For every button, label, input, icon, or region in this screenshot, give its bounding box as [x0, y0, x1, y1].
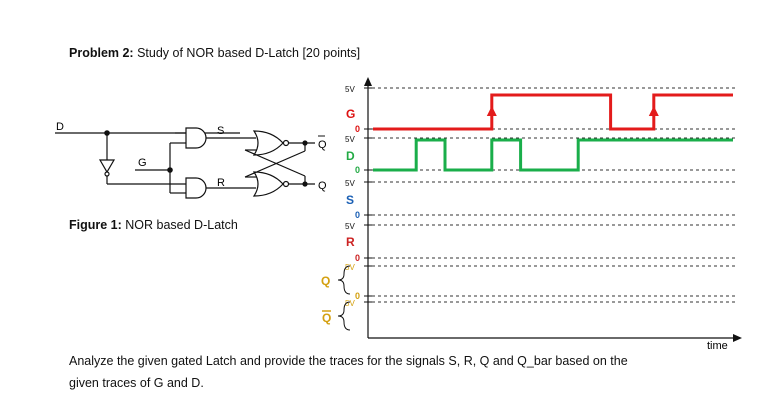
signal-name-5: Q	[322, 311, 331, 325]
axis-arrow-right	[733, 334, 742, 342]
g-edge-arrows	[486, 106, 659, 116]
axis-ticks	[364, 87, 372, 303]
nor-latch-circuit	[55, 127, 315, 199]
circuit-label-r: R	[217, 177, 225, 189]
figure-caption: Figure 1: NOR based D-Latch	[69, 218, 238, 232]
figure-caption-text: NOR based D-Latch	[125, 218, 238, 232]
circuit-label-s: S	[217, 125, 224, 137]
instruction-line-2: given traces of G and D.	[69, 376, 204, 390]
circuit-label-q: Q	[318, 180, 327, 192]
q-brace	[337, 265, 351, 295]
level-high-label-3: 5V	[345, 222, 355, 231]
level-high-label-5: 5V	[345, 299, 355, 308]
instruction-text: Analyze the given gated Latch and provid…	[69, 350, 689, 394]
problem-label: Problem 2:	[69, 46, 134, 60]
feedback-cross-1	[244, 149, 306, 177]
timing-diagram: time	[321, 77, 742, 352]
level-low-label-1: 0	[355, 165, 360, 175]
signal-name-3: R	[346, 235, 355, 249]
and-gate-top	[185, 127, 207, 149]
level-high-label-2: 5V	[345, 179, 355, 188]
circuit-label-qbar: Q	[318, 139, 327, 151]
signal-name-4: Q	[321, 274, 330, 288]
level-low-label-2: 0	[355, 210, 360, 220]
figure-label: Figure 1:	[69, 218, 122, 232]
signal-name-0: G	[346, 107, 355, 121]
output-braces	[337, 265, 351, 331]
inverter-bubble	[104, 171, 110, 177]
problem-title: Problem 2: Study of NOR based D-Latch [2…	[69, 46, 360, 60]
nor-top-bubble	[282, 139, 290, 147]
level-low-label-3: 0	[355, 253, 360, 263]
inverter-triangle	[98, 159, 116, 174]
circuit-label-d: D	[56, 121, 64, 133]
g-rising-edge-arrow	[648, 106, 659, 116]
level-low-label-0: 0	[355, 124, 360, 134]
level-low-label-4: 0	[355, 291, 360, 301]
d-trace	[373, 138, 733, 172]
qbar-brace	[337, 301, 351, 331]
nor-gate-top	[252, 130, 284, 156]
feedback-cross-2	[244, 150, 306, 178]
signal-name-1: D	[346, 149, 355, 163]
dashed-guides	[372, 87, 735, 303]
time-axis-label: time	[707, 340, 728, 352]
g-trace	[373, 93, 733, 131]
instruction-line-1: Analyze the given gated Latch and provid…	[69, 354, 628, 368]
nor-bottom-bubble	[282, 180, 290, 188]
level-high-label-4: 5V	[345, 263, 355, 272]
nor-gate-bottom	[252, 171, 284, 197]
problem-title-text: Study of NOR based D-Latch [20 points]	[137, 46, 361, 60]
g-rising-edge-arrow	[486, 106, 497, 116]
and-gate-bottom	[185, 177, 207, 199]
axis-arrow-up	[364, 77, 372, 86]
signal-name-2: S	[346, 193, 354, 207]
level-high-label-1: 5V	[345, 135, 355, 144]
level-high-label-0: 5V	[345, 85, 355, 94]
circuit-label-g: G	[138, 157, 147, 169]
